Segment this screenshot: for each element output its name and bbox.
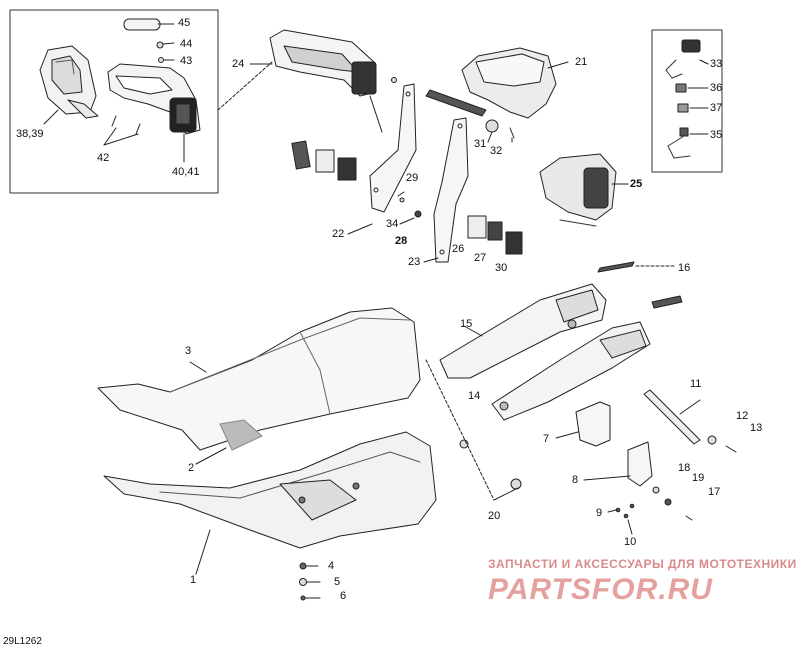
hardware-4-5-6 <box>299 562 321 601</box>
backrest-module-25 <box>539 153 629 227</box>
diagram-code: 29L1262 <box>3 636 42 647</box>
backrest-21 <box>461 47 569 119</box>
callout-10: 10 <box>624 536 637 548</box>
harness-35 <box>667 127 709 159</box>
watermark-caption: ЗАПЧАСТИ И АКСЕССУАРЫ ДЛЯ МОТОТЕХНИКИ <box>488 557 797 571</box>
callout-32: 32 <box>490 145 503 157</box>
callout-22: 22 <box>332 228 345 240</box>
callout-13: 13 <box>750 422 763 434</box>
bracket-8 <box>583 441 653 487</box>
callout-5: 5 <box>334 576 341 588</box>
callout-45: 45 <box>178 17 191 29</box>
bracket-23 <box>423 117 469 263</box>
bolts-42 <box>103 115 141 146</box>
callout-6: 6 <box>340 590 347 602</box>
handle-cover-38-39 <box>39 45 99 125</box>
side-cover-14 <box>491 321 651 421</box>
callout-30: 30 <box>495 262 508 274</box>
switch-33 <box>665 39 709 79</box>
callout-23: 23 <box>408 256 421 268</box>
inset-connector <box>217 61 273 111</box>
callout-7: 7 <box>543 433 550 445</box>
callout-9: 9 <box>596 507 603 519</box>
hardware-29-34-28 <box>391 77 422 225</box>
grommets-20 <box>425 359 522 501</box>
callout-21: 21 <box>575 56 588 68</box>
callout-25: 25 <box>630 178 643 190</box>
callout-43: 43 <box>180 55 193 67</box>
screw-32 <box>509 127 515 143</box>
callout-42: 42 <box>97 152 110 164</box>
connector-36 <box>675 83 709 93</box>
callout-11: 11 <box>690 378 702 390</box>
callout-14: 14 <box>468 390 481 402</box>
callout-20: 20 <box>488 510 501 522</box>
callout-31: 31 <box>474 138 487 150</box>
hardware-9-10 <box>607 503 635 535</box>
rail-16-top <box>425 89 487 117</box>
callout-35: 35 <box>710 129 723 141</box>
callout-29: 29 <box>406 172 419 184</box>
callout-19: 19 <box>692 472 705 484</box>
clip-44 <box>156 41 175 49</box>
callout-15: 15 <box>460 318 473 330</box>
watermark-logo: PARTSFOR.RU <box>488 573 713 606</box>
seat-base-1 <box>103 431 437 575</box>
callout-18: 18 <box>678 462 691 474</box>
connector-37 <box>677 103 709 113</box>
callout-3: 3 <box>185 345 192 357</box>
plates-26-27-30 <box>291 140 523 255</box>
callout-34: 34 <box>386 218 399 230</box>
callout-8: 8 <box>572 474 579 486</box>
callout-27: 27 <box>474 252 487 264</box>
rails-16 <box>597 261 683 309</box>
side-cover-15 <box>439 283 607 379</box>
passenger-handle-40-41 <box>107 63 201 163</box>
callout-1: 1 <box>190 574 197 586</box>
callout-38-39: 38,39 <box>16 128 44 140</box>
callout-40-41: 40,41 <box>172 166 200 178</box>
callout-44: 44 <box>180 38 193 50</box>
bracket-7 <box>555 401 611 447</box>
hardware-12-13-17-18-19 <box>652 435 737 521</box>
callout-12: 12 <box>736 410 749 422</box>
seat-3 <box>97 307 421 465</box>
bolt-31 <box>485 119 499 143</box>
inset-box-right <box>651 29 723 173</box>
callout-26: 26 <box>452 243 465 255</box>
callout-4: 4 <box>328 560 335 572</box>
callout-24: 24 <box>232 58 245 70</box>
backrest-handle-24 <box>249 29 383 133</box>
callout-17: 17 <box>708 486 721 498</box>
callout-16: 16 <box>678 262 691 274</box>
callout-28: 28 <box>395 235 408 247</box>
bracket-22 <box>347 83 417 235</box>
inset-box-left <box>9 9 219 194</box>
screw-43 <box>158 57 175 63</box>
bar-11 <box>643 389 701 445</box>
callout-2: 2 <box>188 462 195 474</box>
grip-tube-45 <box>123 18 175 31</box>
callout-36: 36 <box>710 82 723 94</box>
callout-33: 33 <box>710 58 723 70</box>
callout-37: 37 <box>710 102 723 114</box>
